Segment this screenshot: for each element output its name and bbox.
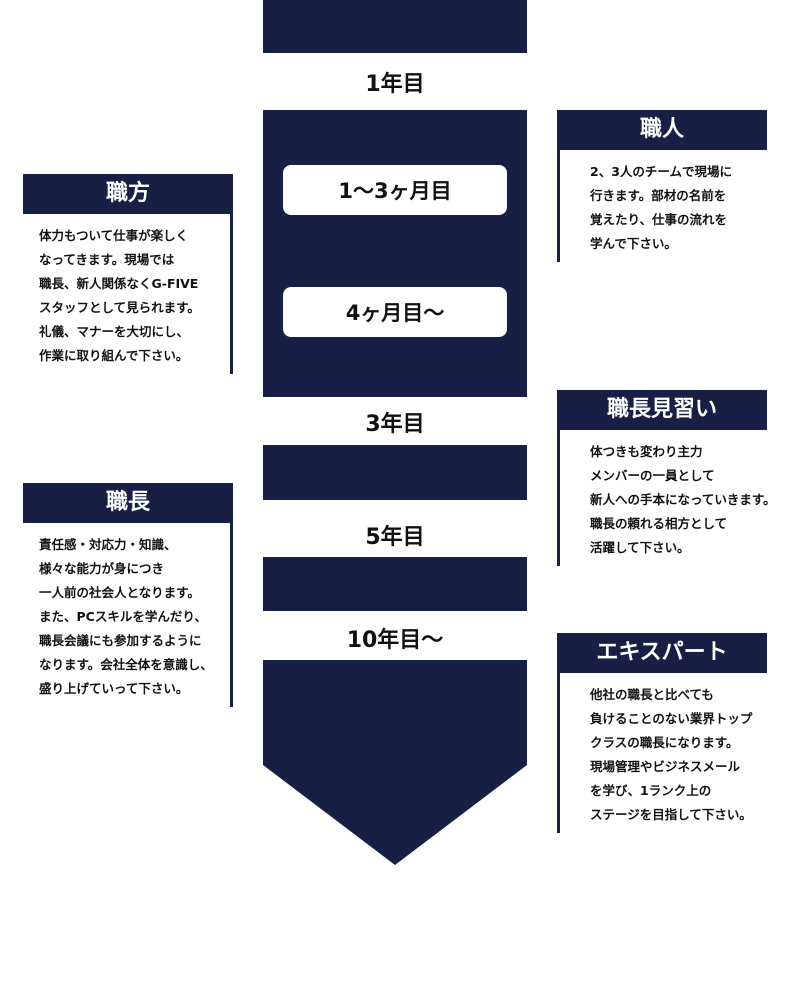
role-shokucho: 職長 責任感・対応力・知識、 様々な能力が身につき 一人前の社会人となります。 … <box>23 483 233 707</box>
timeline-year1-block <box>263 110 527 397</box>
year-3-label: 3年目 <box>365 412 425 437</box>
timeline-year3-block <box>263 445 527 500</box>
role-shokunin: 職人 2、3人のチームで現場に 行きます。部材の名前を 覚えたり、仕事の流れを … <box>557 110 767 262</box>
stage-4-months: 4ヶ月目～ <box>283 287 507 337</box>
role-description: 体つきも変わり主力 メンバーの一員として 新人への手本になっていきます。 職長の… <box>557 430 800 566</box>
role-description: 2、3人のチームで現場に 行きます。部材の名前を 覚えたり、仕事の流れを 学んで… <box>557 150 800 262</box>
role-description: 他社の職長と比べても 負けることのない業界トップ クラスの職長になります。 現場… <box>557 673 800 833</box>
role-title: 職長見習い <box>557 390 767 430</box>
year-1-label: 1年目 <box>365 72 425 97</box>
timeline-year5-block <box>263 557 527 611</box>
timeline-arrow <box>263 660 527 865</box>
role-title: 職長 <box>23 483 233 523</box>
role-expert: エキスパート 他社の職長と比べても 負けることのない業界トップ クラスの職長にな… <box>557 633 767 833</box>
role-description: 責任感・対応力・知識、 様々な能力が身につき 一人前の社会人となります。 また、… <box>23 523 233 707</box>
stage-1-3-months: 1～3ヶ月目 <box>283 165 507 215</box>
year-10-label: 10年目～ <box>346 628 444 653</box>
role-description: 体力もついて仕事が楽しく なってきます。現場では 職長、新人関係なくG-FIVE… <box>23 214 233 374</box>
timeline-top-bar <box>263 0 527 53</box>
year-5-label: 5年目 <box>365 525 425 550</box>
role-title: エキスパート <box>557 633 767 673</box>
role-title: 職人 <box>557 110 767 150</box>
role-title: 職方 <box>23 174 233 214</box>
role-minarai: 職長見習い 体つきも変わり主力 メンバーの一員として 新人への手本になっていきま… <box>557 390 776 566</box>
role-shokukata: 職方 体力もついて仕事が楽しく なってきます。現場では 職長、新人関係なくG-F… <box>23 174 233 374</box>
